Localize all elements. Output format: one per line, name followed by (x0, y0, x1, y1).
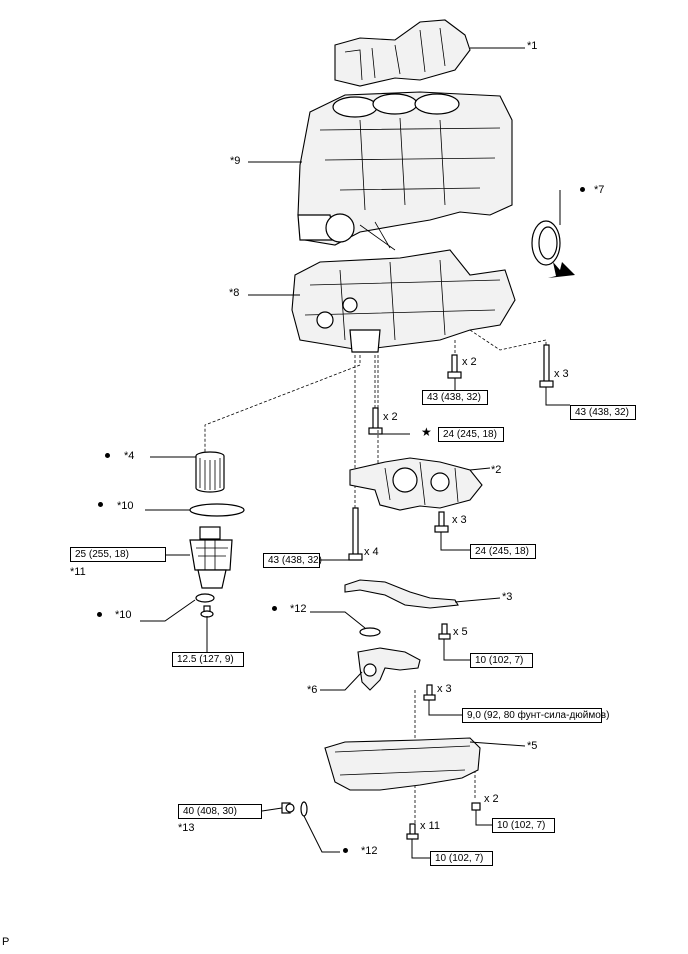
part-12-gasket-upper (359, 627, 381, 637)
label-part-10-upper: *10 (117, 500, 134, 512)
qty-crankcase-bolt-b: x 3 (554, 368, 569, 380)
label-part-1: *1 (527, 40, 538, 52)
qty-strainer: x 3 (437, 683, 452, 695)
label-part-4: *4 (124, 450, 135, 462)
new-part-bullet-10a (98, 502, 103, 507)
new-part-bullet-4 (105, 453, 110, 458)
label-part-12-lower: *12 (361, 845, 378, 857)
baffle-bolts (438, 623, 451, 640)
part-6-oil-strainer (357, 647, 421, 691)
qty-pan-bolts: x 11 (420, 820, 440, 832)
part-7-oil-seal (531, 220, 575, 278)
torque-box-1: 43 (438, 32) (422, 390, 488, 405)
label-part-8: *8 (229, 287, 240, 299)
pump-bolts (348, 507, 449, 561)
label-part-13: *13 (178, 822, 195, 834)
part-10-o-ring-upper (189, 503, 245, 517)
label-part-2: *2 (491, 464, 502, 476)
new-part-bullet-12a (272, 606, 277, 611)
part-12-gasket-lower (300, 801, 308, 817)
part-8-crankcase (291, 249, 516, 353)
torque-box-12: 10 (102, 7) (492, 818, 555, 833)
new-part-bullet-7 (580, 187, 585, 192)
footer-code: P (2, 936, 10, 948)
crankcase-bolts (368, 344, 554, 435)
label-part-10-lower: *10 (115, 609, 132, 621)
qty-crankcase-bolt-a: x 2 (462, 356, 477, 368)
qty-pump-long: x 4 (364, 546, 379, 558)
torque-box-6: 25 (255, 18) (70, 547, 166, 562)
label-part-9: *9 (230, 155, 241, 167)
part-11-oil-filter-cap (189, 526, 233, 589)
torque-box-4: 24 (245, 18) (470, 544, 536, 559)
label-part-5: *5 (527, 740, 538, 752)
new-part-bullet-10b (97, 612, 102, 617)
part-10-o-ring-lower (195, 593, 215, 603)
qty-pump-side: x 3 (452, 514, 467, 526)
leader-lines (140, 47, 570, 859)
oil-filter-drain-plug (200, 605, 214, 618)
label-part-3: *3 (502, 591, 513, 603)
part-5-oil-pan (324, 737, 481, 791)
label-part-11: *11 (70, 566, 86, 578)
part-2-oil-pump (349, 457, 483, 511)
label-part-7: *7 (594, 184, 605, 196)
torque-box-7: 12.5 (127, 9) (172, 652, 244, 667)
qty-pump-bolt: x 2 (383, 411, 398, 423)
qty-baffle: x 5 (453, 626, 468, 638)
strainer-bolts (423, 684, 436, 701)
torque-box-8: 10 (102, 7) (470, 653, 533, 668)
part-4-oil-filter-element (195, 451, 225, 493)
torque-box-9: 9,0 (92, 80 фунт-сила-дюймов) (462, 708, 609, 723)
part-9-cylinder-block (297, 91, 513, 251)
qty-pan-nuts: x 2 (484, 793, 499, 805)
torque-box-10: 40 (408, 30) (178, 804, 262, 819)
label-part-6: *6 (307, 684, 318, 696)
star-symbol: ★ (421, 425, 432, 439)
part-1-baffle-plate (334, 19, 471, 87)
torque-box-3: 24 (245, 18) (438, 427, 504, 442)
new-part-bullet-12b (343, 848, 348, 853)
pan-bolts (406, 802, 481, 840)
part-13-drain-plug (281, 802, 295, 814)
part-3-oil-baffle (344, 579, 459, 609)
torque-box-5: 43 (438, 32) (263, 553, 322, 568)
torque-box-11: 10 (102, 7) (430, 851, 493, 866)
torque-box-2: 43 (438, 32) (570, 405, 636, 420)
label-part-12-upper: *12 (290, 603, 307, 615)
